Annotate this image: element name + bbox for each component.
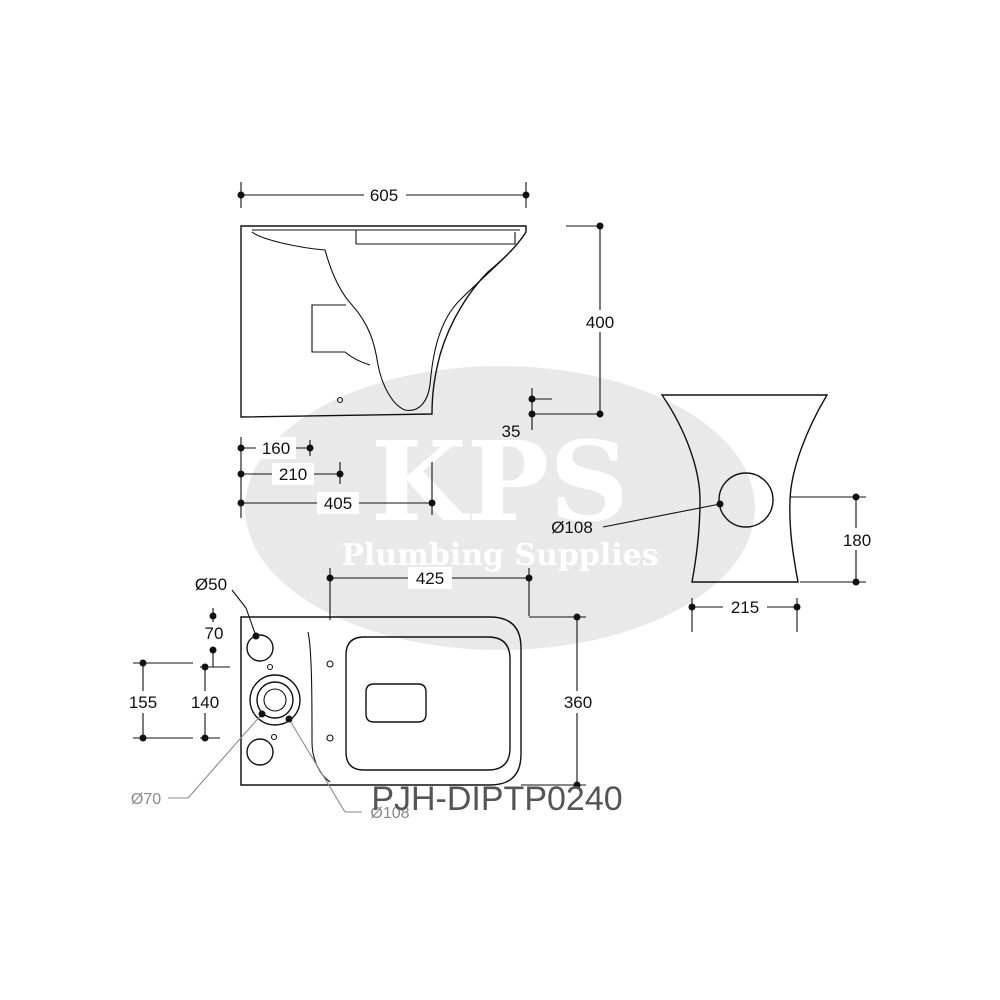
dim-155: 155	[129, 693, 157, 712]
dim-overall-width: 605	[370, 186, 398, 205]
side-view-body	[240, 225, 527, 418]
dim-offset-210: 210	[279, 465, 307, 484]
dim-back-width: 215	[731, 598, 759, 617]
back-view: Ø108 180 215	[551, 394, 878, 632]
dim-back-outlet-height: 180	[843, 531, 871, 550]
dim-offset-405: 405	[324, 494, 352, 513]
plan-view-body	[240, 616, 522, 786]
plan-view-inlet-bottom	[246, 738, 274, 766]
dim-waste-outer-diameter: Ø108	[370, 805, 409, 822]
dim-outlet-height: 35	[502, 422, 521, 441]
plan-view-waste-outer	[249, 674, 301, 726]
plan-view-seat	[345, 636, 511, 771]
dim-offset-160: 160	[262, 439, 290, 458]
dim-fixing-spacing: 425	[416, 569, 444, 588]
watermark-tagline: Plumbing Supplies	[341, 538, 658, 573]
side-view-bowl	[251, 231, 513, 411]
plan-view-inlet-top	[246, 634, 274, 662]
dim-back-outlet-diameter: Ø108	[551, 518, 593, 537]
dim-height: 400	[586, 313, 614, 332]
dim-inlet-offset: 70	[205, 624, 224, 643]
back-view-body	[660, 394, 829, 583]
side-view: 605 400 35 160	[237, 182, 620, 518]
side-view-outlet	[311, 304, 371, 366]
plan-view-waste-inner	[256, 681, 294, 719]
dim-inlet-diameter: Ø50	[195, 575, 227, 594]
plan-view: 425 Ø50 70	[122, 567, 600, 822]
back-view-outlet	[718, 472, 774, 528]
dim-140: 140	[191, 693, 219, 712]
watermark-brand: KPS	[371, 417, 629, 546]
dim-depth: 360	[564, 693, 592, 712]
watermark-ellipse	[245, 366, 755, 650]
plan-view-lid	[365, 683, 427, 723]
product-code: PJH-DIPTP0240	[371, 780, 622, 818]
dim-waste-inner-diameter: Ø70	[131, 791, 161, 808]
watermark: KPS Plumbing Supplies	[245, 366, 755, 650]
